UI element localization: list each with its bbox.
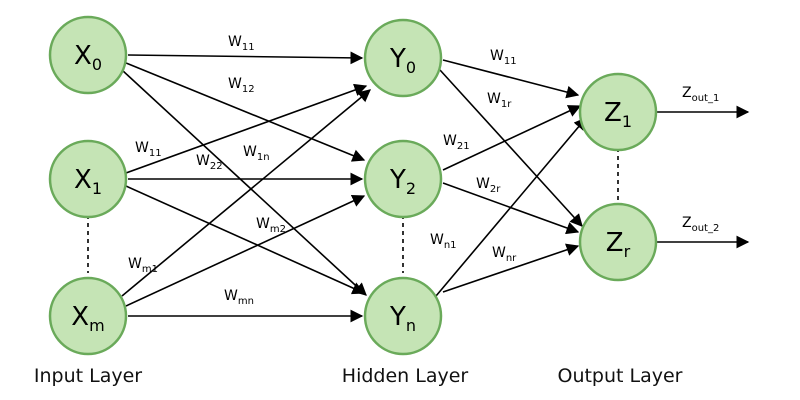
edge-xm-y0 xyxy=(121,89,371,297)
weight-label-x1-y2: W22 xyxy=(196,153,223,172)
input-layer-title: Input Layer xyxy=(34,365,142,387)
node-zr: Zr xyxy=(578,202,658,282)
weight-label-xm-yn: Wmn xyxy=(224,288,254,307)
node-x0: X0 xyxy=(48,15,128,95)
weight-label-x0-y0: W11 xyxy=(228,34,255,53)
edge-x0-y0 xyxy=(127,51,364,65)
weight-label-y2-z1: W21 xyxy=(443,133,470,152)
output-layer-title: Output Layer xyxy=(557,365,682,387)
edge-x1-yn xyxy=(125,185,366,295)
weight-label-x0-y2: W12 xyxy=(228,76,255,95)
weight-label-y0-zr: W1r xyxy=(487,91,512,110)
edge-x0-yn xyxy=(121,69,367,296)
node-x1: X1 xyxy=(48,139,128,219)
edge-y0-zr xyxy=(439,69,583,227)
svg-text:Xm: Xm xyxy=(71,302,104,335)
output-label-zr: Zout_2 xyxy=(682,215,719,234)
weight-label-x1-y0: W11 xyxy=(135,140,162,159)
edge-xm-y2 xyxy=(125,195,366,307)
edge-yn-zr xyxy=(442,243,580,293)
svg-text:Zr: Zr xyxy=(606,228,631,261)
svg-text:X0: X0 xyxy=(74,41,102,74)
svg-text:Yn: Yn xyxy=(389,302,416,335)
weight-label-xm-y0: Wm1 xyxy=(128,256,158,275)
node-xm: Xm xyxy=(48,276,128,356)
weight-label-x0-yn: W1n xyxy=(243,144,270,163)
svg-text:Y0: Y0 xyxy=(389,44,416,77)
weight-label-y0-z1: W11 xyxy=(490,48,517,67)
edge-y0-z1 xyxy=(442,59,580,99)
edge-x0-y2 xyxy=(125,62,366,162)
edge-yn-z1 xyxy=(435,117,587,297)
node-y2: Y2 xyxy=(363,139,443,219)
edge-x1-y0 xyxy=(125,83,368,174)
node-z1: Z1 xyxy=(578,72,658,152)
hidden-layer-title: Hidden Layer xyxy=(342,365,469,387)
weight-label-x1-yn: Wm2 xyxy=(256,216,286,235)
svg-text:Y2: Y2 xyxy=(389,165,416,198)
weight-label-yn-zr: Wnr xyxy=(492,245,517,264)
edge-y2-z1 xyxy=(442,105,582,171)
output-label-z1: Zout_1 xyxy=(682,85,719,104)
weight-label-y2-zr: W2r xyxy=(476,176,501,195)
weight-label-yn-z1: Wn1 xyxy=(430,232,457,251)
node-yn: Yn xyxy=(363,276,443,356)
node-y0: Y0 xyxy=(363,18,443,98)
svg-text:Z1: Z1 xyxy=(604,98,632,131)
svg-text:X1: X1 xyxy=(74,165,102,198)
